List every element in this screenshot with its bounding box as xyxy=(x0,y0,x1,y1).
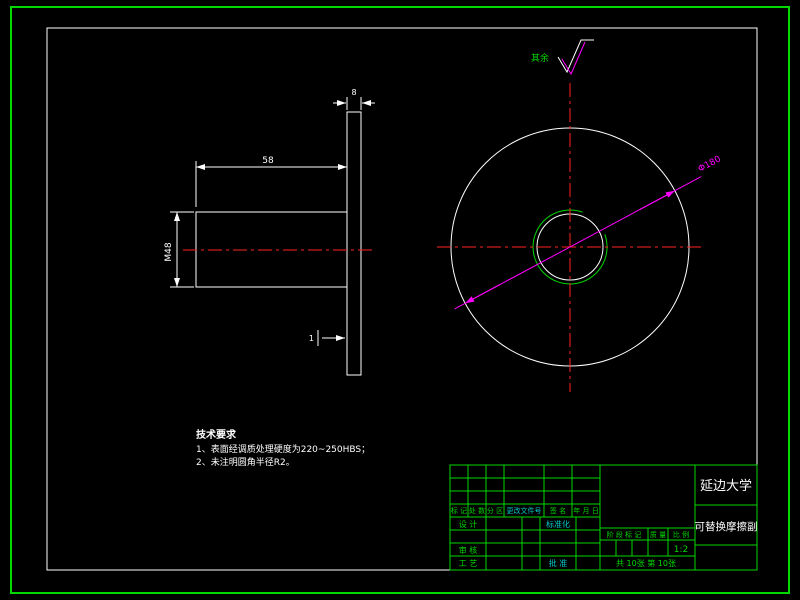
label-review: 审 核 xyxy=(459,545,478,555)
university-name: 延边大学 xyxy=(700,478,752,494)
dim-text-diagonal: Φ180 xyxy=(697,154,723,174)
scale-value: 1:2 xyxy=(674,545,688,555)
thread-arc xyxy=(532,209,608,285)
dim-text-gap: 1 xyxy=(309,334,314,343)
tech-req-item-2: 2、未注明圆角半径R2。 xyxy=(196,456,295,468)
label-signature: 签 名 xyxy=(550,506,566,515)
title-block-grid xyxy=(449,464,758,571)
tech-req-item-1: 1、表面经调质处理硬度为220~250HBS； xyxy=(196,443,370,455)
outer-sheet-border xyxy=(10,6,790,594)
dim-text-diameter: M48 xyxy=(164,242,174,261)
label-design: 设 计 xyxy=(459,519,478,529)
label-scale: 比 例 xyxy=(673,530,689,539)
tech-req-title: 技术要求 xyxy=(196,428,237,441)
label-approve: 批 准 xyxy=(549,558,568,568)
dim-text-thickness: 8 xyxy=(351,88,356,97)
label-standardization: 标准化 xyxy=(546,519,570,529)
label-count: 处 数 xyxy=(469,506,485,515)
technical-requirements: 技术要求 1、表面经调质处理硬度为220~250HBS； 2、未注明圆角半径R2… xyxy=(196,428,370,468)
roughness-icon xyxy=(557,39,594,74)
roughness-note: 其余 xyxy=(531,39,594,76)
label-process: 工 艺 xyxy=(459,559,478,568)
part-name: 可替换摩擦副 xyxy=(695,520,758,533)
sheet-info: 共 10张 第 10张 xyxy=(616,558,676,568)
flange-plate-outline xyxy=(346,111,362,376)
front-view: Φ180 xyxy=(437,83,723,392)
label-date: 年 月 日 xyxy=(573,506,598,515)
side-view: 58 8 M48 1 xyxy=(164,88,375,376)
label-zone: 分 区 xyxy=(487,506,503,515)
inner-drawing-frame xyxy=(46,27,758,571)
title-block: 标 记 处 数 分 区 更改文件号 签 名 年 月 日 设 计 标准化 审 核 … xyxy=(449,464,758,571)
roughness-icon-highlight xyxy=(561,41,586,76)
label-change-file: 更改文件号 xyxy=(507,506,542,515)
dim-text-length: 58 xyxy=(262,156,274,166)
roughness-note-text: 其余 xyxy=(531,52,549,64)
label-stage-mark: 阶 段 标 记 xyxy=(607,530,642,539)
label-mark: 标 记 xyxy=(451,506,467,515)
label-weight: 质 量 xyxy=(650,530,666,539)
